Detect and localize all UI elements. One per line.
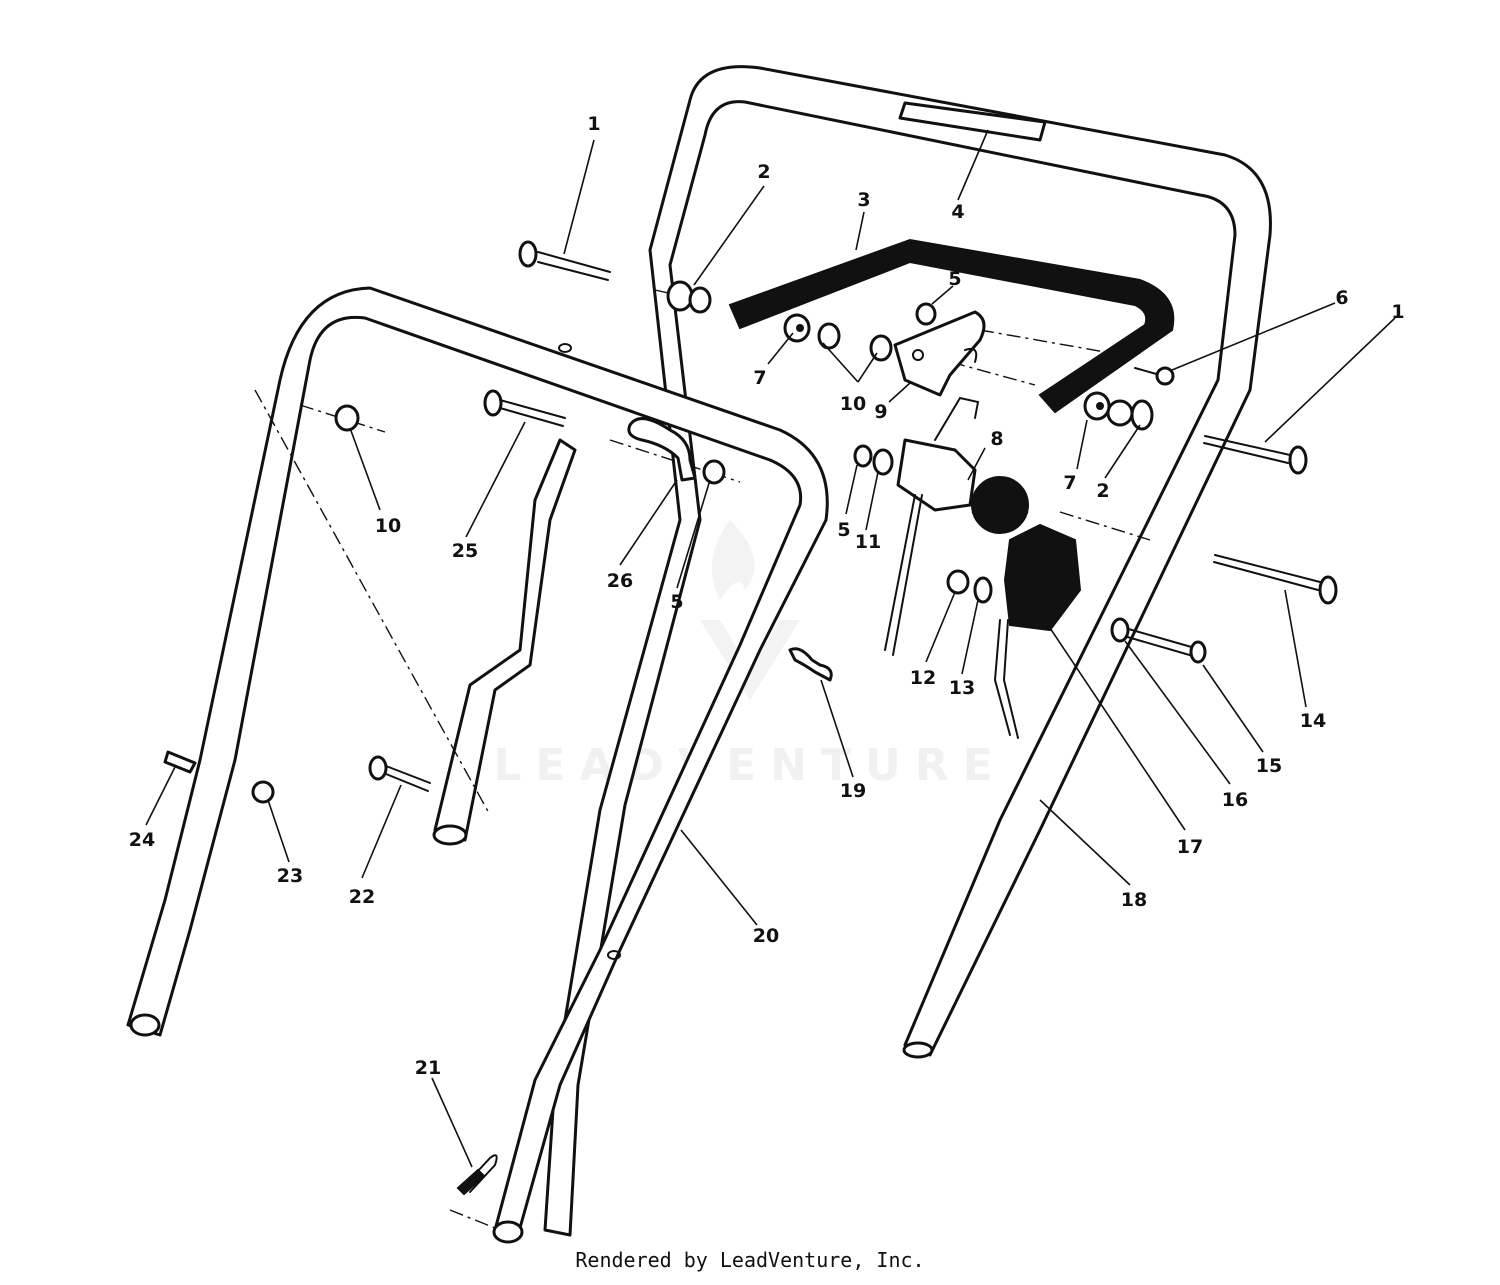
hardware — [163, 280, 1154, 804]
washer-7-right — [1083, 391, 1111, 421]
callout-26: 26 — [607, 570, 633, 592]
nut-10-upper — [817, 322, 841, 350]
hairpin-clip — [456, 1154, 498, 1196]
callout-13: 13 — [949, 677, 975, 699]
callout-5-top: 5 — [948, 268, 961, 290]
callout-7-right: 7 — [1063, 472, 1076, 494]
callout-23: 23 — [277, 865, 303, 887]
callout-15: 15 — [1256, 755, 1282, 777]
callout-1-right: 1 — [1391, 301, 1404, 323]
callout-4: 4 — [951, 201, 964, 223]
callout-1-left: 1 — [587, 113, 600, 135]
bolt-25 — [483, 389, 566, 427]
callout-10-left: 10 — [375, 515, 401, 537]
bolt-15 — [1123, 627, 1207, 664]
cable-clip — [788, 647, 833, 682]
callout-11: 11 — [855, 531, 881, 553]
callout-12: 12 — [910, 667, 936, 689]
nut-10-left — [334, 404, 360, 432]
callout-2-right: 2 — [1096, 480, 1109, 502]
callout-25: 25 — [452, 540, 478, 562]
nut-5-mid — [853, 444, 873, 468]
bolt-22 — [368, 755, 431, 792]
callout-21: 21 — [415, 1057, 441, 1079]
footer-credit: Rendered by LeadVenture, Inc. — [575, 1248, 925, 1272]
callout-labels: 1 2 3 4 5 6 1 7 10 9 8 7 2 5 11 10 25 26… — [129, 113, 1405, 1079]
leader-lines — [145, 129, 1396, 1168]
callout-22: 22 — [349, 886, 375, 908]
bolt-6 — [1134, 366, 1175, 386]
callout-7-left: 7 — [753, 367, 766, 389]
loop-26 — [627, 417, 697, 482]
bolts — [368, 240, 1338, 792]
spacer-2-right — [1106, 399, 1154, 431]
washer-11 — [872, 448, 894, 476]
callout-18: 18 — [1121, 889, 1147, 911]
nut-5-top — [915, 302, 937, 326]
switch-box — [884, 396, 980, 656]
callout-24: 24 — [129, 829, 155, 851]
watermark-text: LEADVENTURE — [493, 740, 1006, 791]
callout-17: 17 — [1177, 836, 1203, 858]
callout-5-left: 5 — [670, 591, 683, 613]
nut-23 — [251, 780, 275, 804]
callout-5-mid: 5 — [837, 519, 850, 541]
throttle-control — [971, 476, 1082, 739]
bolt-1-right — [1203, 435, 1308, 475]
nut-12 — [946, 569, 970, 595]
callout-19: 19 — [840, 780, 866, 802]
washer-16 — [1110, 617, 1130, 643]
callout-2-left: 2 — [757, 161, 770, 183]
callout-8: 8 — [990, 428, 1003, 450]
control-bail — [728, 238, 1175, 414]
leadventure-watermark: LEADVENTURE — [493, 520, 1006, 791]
callout-10-mid: 10 — [840, 393, 866, 415]
lower-handle-frame — [126, 286, 829, 1244]
bolt-1-left — [518, 240, 611, 281]
callout-9: 9 — [874, 401, 887, 423]
callout-20: 20 — [753, 925, 779, 947]
upper-handle-frame — [543, 65, 1272, 1237]
washer-13 — [973, 576, 993, 604]
callout-16: 16 — [1222, 789, 1248, 811]
washer-7-left — [783, 313, 811, 343]
plug-24 — [163, 750, 197, 774]
bolt-14 — [1213, 554, 1338, 605]
spacer-2-left — [666, 280, 712, 314]
bracket-part — [893, 310, 986, 397]
callout-6: 6 — [1335, 287, 1348, 309]
nut-5-left — [702, 459, 726, 485]
callout-14: 14 — [1300, 710, 1326, 732]
callout-3: 3 — [857, 189, 870, 211]
